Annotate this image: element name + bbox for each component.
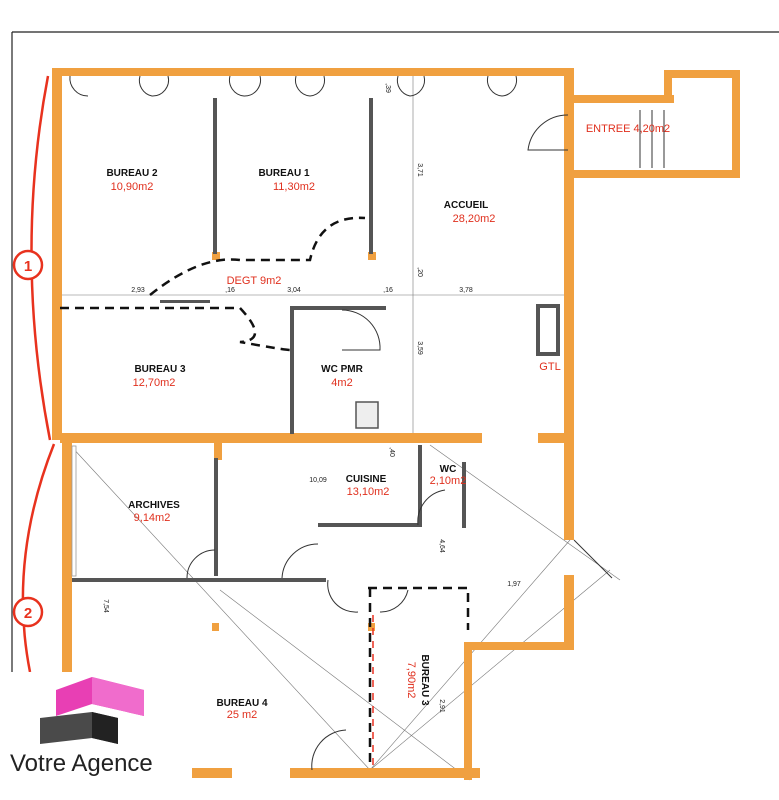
room-area-bureau1: 11,30m2: [273, 181, 315, 193]
room-area-bureau4: 25 m2: [227, 709, 258, 721]
elevation-markers: 1 2: [12, 75, 56, 673]
dimension-label: 2,91: [438, 699, 445, 713]
stove-icon: [355, 401, 379, 429]
windows: [69, 75, 665, 168]
room-area-archives: 9,14m2: [134, 512, 171, 524]
dimension-label: 1,97: [507, 581, 521, 588]
dimension-label: 4,64: [438, 539, 445, 553]
dimension-label: ,16: [383, 287, 393, 294]
walls: [52, 68, 740, 780]
room-area-wc: 2,10m2: [430, 475, 467, 487]
dimension-label: ,20: [416, 267, 423, 277]
dimension-label: 3,71: [416, 163, 423, 177]
room-label-degt: DEGT 9m2: [227, 275, 282, 287]
room-name-accueil: ACCUEIL: [444, 200, 488, 211]
dimension-label: 3,59: [416, 341, 423, 355]
room-name-archives: ARCHIVES: [128, 500, 180, 511]
room-label-bureau3b: BUREAU 3 7,90m2: [405, 654, 430, 706]
dimension-label: ,40: [388, 447, 395, 457]
room-name-bureau4: BUREAU 4: [216, 698, 268, 709]
marker-1-circle: [12, 249, 44, 281]
agency-logo: Votre Agence: [0, 672, 178, 800]
room-name-wc: WC: [440, 464, 457, 475]
marker-1-label: 1: [24, 258, 32, 275]
dimension-label: 10,09: [309, 477, 327, 484]
room-area-bureau2: 10,90m2: [111, 181, 154, 193]
door-swings: [71, 114, 613, 771]
room-area-wc-pmr: 4m2: [331, 377, 352, 389]
room-area-cuisine: 13,10m2: [347, 486, 390, 498]
room-label-gtl: GTL: [539, 361, 560, 373]
room-area-bureau3: 12,70m2: [133, 377, 176, 389]
logo-mark-icon: [40, 677, 144, 744]
room-name-cuisine: CUISINE: [346, 474, 387, 485]
dimension-label: ,16: [225, 287, 235, 294]
dimension-label: 3,78: [459, 287, 473, 294]
dashed-outlines: [60, 216, 470, 765]
room-name-bureau2: BUREAU 2: [106, 168, 158, 179]
room-name-bureau3b: BUREAU 3: [419, 654, 430, 706]
room-name-bureau3: BUREAU 3: [134, 364, 186, 375]
partitions: [72, 98, 560, 582]
room-label-entree: ENTREE 4,20m2: [586, 123, 670, 135]
dimension-label: 3,04: [287, 287, 301, 294]
room-name-wc-pmr: WC PMR: [321, 364, 363, 375]
gtl-cabinet-icon: [536, 304, 560, 356]
dimension-label: 2,93: [131, 287, 145, 294]
logo-text: Votre Agence: [10, 750, 153, 777]
room-name-bureau1: BUREAU 1: [258, 168, 310, 179]
dimension-label: 7,54: [102, 599, 109, 613]
marker-2-label: 2: [24, 605, 32, 622]
room-area-bureau3b: 7,90m2: [405, 662, 417, 699]
marker-2-circle: [12, 596, 44, 628]
room-area-accueil: 28,20m2: [453, 213, 496, 225]
dimension-label: ,39: [384, 83, 391, 93]
construction-lines: [60, 75, 621, 781]
